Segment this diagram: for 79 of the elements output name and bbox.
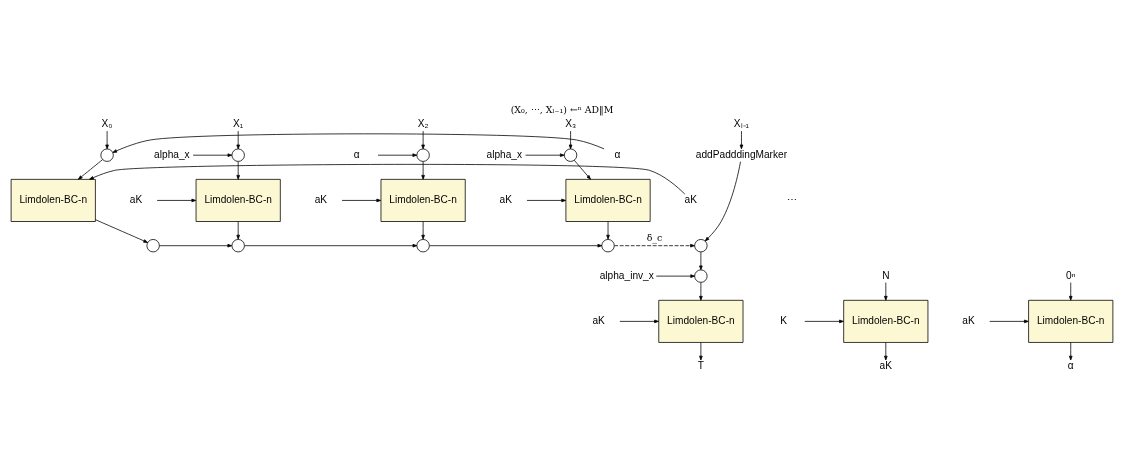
node-circle — [694, 269, 708, 283]
node-text: X₀ — [101, 117, 113, 129]
arrow — [421, 220, 425, 239]
node-text: aK — [129, 193, 143, 205]
arrow — [573, 159, 591, 180]
node-text: K — [780, 314, 787, 326]
node-circle — [416, 148, 430, 162]
node-circle — [100, 148, 114, 162]
arrow — [236, 160, 240, 180]
arrow — [739, 130, 744, 149]
node-circle — [231, 148, 245, 162]
node-text: alpha_x — [486, 148, 522, 160]
arrow — [244, 243, 418, 247]
arrow — [236, 220, 240, 239]
node-text: T — [697, 359, 704, 371]
arrow — [699, 281, 703, 301]
arrow — [421, 160, 425, 180]
node-text: X₂ — [417, 117, 429, 129]
arrow — [112, 132, 605, 153]
arrow — [236, 130, 240, 149]
arrow — [989, 319, 1029, 323]
arrow — [699, 341, 703, 360]
node-circle — [231, 238, 245, 252]
arrow — [619, 319, 659, 323]
arrow — [341, 198, 382, 202]
node-circle — [416, 238, 430, 252]
node-text: Xₗ₋₁ — [733, 117, 750, 129]
arrow — [421, 130, 425, 149]
arrow — [105, 130, 109, 149]
node-text: alpha_x — [154, 148, 190, 160]
arrow — [606, 220, 610, 239]
node-text: aK — [879, 359, 893, 371]
arrow — [704, 160, 741, 241]
arrow — [159, 243, 233, 247]
arrow — [156, 198, 197, 202]
arrow — [884, 281, 888, 301]
label: ⋯ — [787, 193, 798, 205]
node-box: Limdolen-BC-n — [195, 178, 281, 222]
node-text: α — [1067, 359, 1074, 371]
node-box: Limdolen-BC-n — [10, 178, 96, 222]
node-text: α — [614, 148, 621, 160]
edge-label: δ_c — [646, 231, 663, 243]
node-box: Limdolen-BC-n — [658, 299, 744, 343]
node-text: aK — [499, 193, 513, 205]
arrow — [89, 163, 686, 194]
arrow — [1069, 281, 1073, 301]
node-box: Limdolen-BC-n — [843, 299, 929, 343]
diagram-title: (X₀, ⋯, Xₗ₋₁) ←ⁿ AD‖M — [510, 103, 614, 115]
node-text: aK — [962, 314, 975, 326]
arrow — [804, 319, 844, 323]
arrow — [526, 198, 566, 202]
node-box: Limdolen-BC-n — [380, 178, 466, 222]
node-text: addPadddingMarker — [695, 148, 788, 160]
node-text: aK — [684, 193, 697, 205]
arrow — [77, 158, 103, 180]
arrow — [568, 130, 573, 149]
arrow — [1069, 341, 1073, 360]
node-text: X₁ — [233, 117, 244, 129]
node-circle — [601, 238, 615, 252]
node-text: alpha_inv_x — [599, 269, 654, 281]
arrow — [95, 218, 149, 243]
node-circle — [563, 148, 578, 162]
arrow — [377, 152, 418, 157]
node-text: X₃ — [565, 117, 577, 129]
arrow — [699, 251, 703, 270]
arrow — [614, 243, 695, 247]
arrow — [192, 152, 233, 157]
node-text: 0ⁿ — [1066, 269, 1076, 281]
arrow — [525, 152, 565, 157]
node-text: α — [353, 148, 360, 160]
node-box: Limdolen-BC-n — [565, 178, 651, 222]
node-box: Limdolen-BC-n — [1028, 299, 1114, 343]
node-text: N — [882, 269, 890, 281]
arrow — [655, 273, 695, 278]
arrow — [884, 341, 888, 360]
node-circle — [146, 238, 160, 252]
node-text: aK — [314, 193, 328, 205]
arrow — [429, 243, 603, 247]
node-text: aK — [592, 314, 605, 326]
